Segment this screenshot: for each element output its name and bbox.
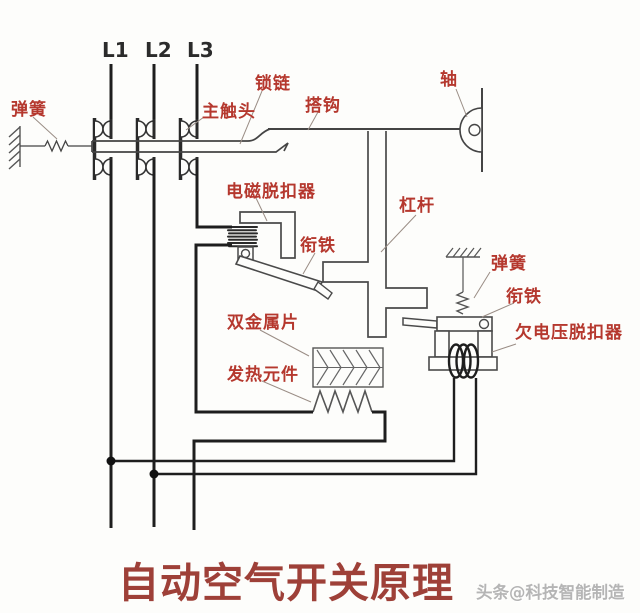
uv-coil-wiring (111, 378, 478, 476)
phase-input-lines (109, 64, 199, 120)
spring-left (20, 139, 92, 153)
label-shaft: 轴 (440, 70, 458, 90)
label-armature-uv: 衔铁 (506, 287, 542, 307)
wall-anchor-left (8, 126, 21, 170)
label-spring-left: 弹簧 (11, 100, 47, 120)
shaft-pivot (459, 88, 483, 172)
label-electromagnetic-release: 电磁脱扣器 (226, 182, 316, 202)
label-undervoltage-release: 欠电压脱扣器 (515, 323, 623, 343)
wire-heater-out (192, 410, 387, 530)
uv-yoke-right-leg (477, 330, 493, 358)
em-coil (227, 226, 258, 248)
label-lever: 杠杆 (399, 196, 435, 216)
label-bimetallic-strip: 双金属片 (227, 313, 299, 333)
diagram-title: 自动空气开关原理 (118, 559, 454, 607)
contact-bar (91, 128, 289, 153)
label-phase-l2: L2 (145, 38, 172, 62)
wire-uv-right (154, 378, 478, 476)
leader-lines (32, 88, 517, 403)
uv-armature-pivot (478, 318, 490, 330)
heating-element-zigzag (312, 388, 373, 415)
lever-shape (322, 131, 428, 338)
junction-dot-l2 (149, 469, 159, 479)
undervoltage-release (402, 247, 498, 379)
bimetallic-strip (312, 347, 384, 388)
wire-uv-left (111, 378, 456, 463)
electromagnetic-release (227, 211, 333, 300)
wire-coil-to-heater (194, 243, 313, 414)
label-phase-l3: L3 (187, 38, 214, 62)
label-hook: 搭钩 (305, 96, 341, 116)
uv-coil (447, 343, 480, 379)
em-armature (234, 255, 324, 292)
uv-yoke-left-leg (434, 330, 450, 358)
junction-dot-l1 (106, 456, 116, 466)
em-yoke (239, 211, 296, 259)
label-main-contact: 主触头 (202, 102, 256, 122)
uv-ceiling-anchor (445, 247, 482, 258)
uv-armature-arm (402, 317, 438, 329)
wire-l3-to-coil (195, 160, 232, 229)
label-spring-right: 弹簧 (491, 254, 527, 274)
uv-armature (436, 316, 493, 332)
label-latch-bar: 锁链 (255, 74, 291, 94)
label-phase-l1: L1 (102, 38, 129, 62)
circuit-wiring (109, 160, 387, 530)
label-heating-element: 发热元件 (227, 365, 299, 385)
label-armature-em: 衔铁 (300, 236, 336, 256)
uv-spring (454, 291, 471, 315)
em-armature-tip (313, 280, 333, 300)
watermark: 头条@科技智能制造 (476, 583, 625, 602)
